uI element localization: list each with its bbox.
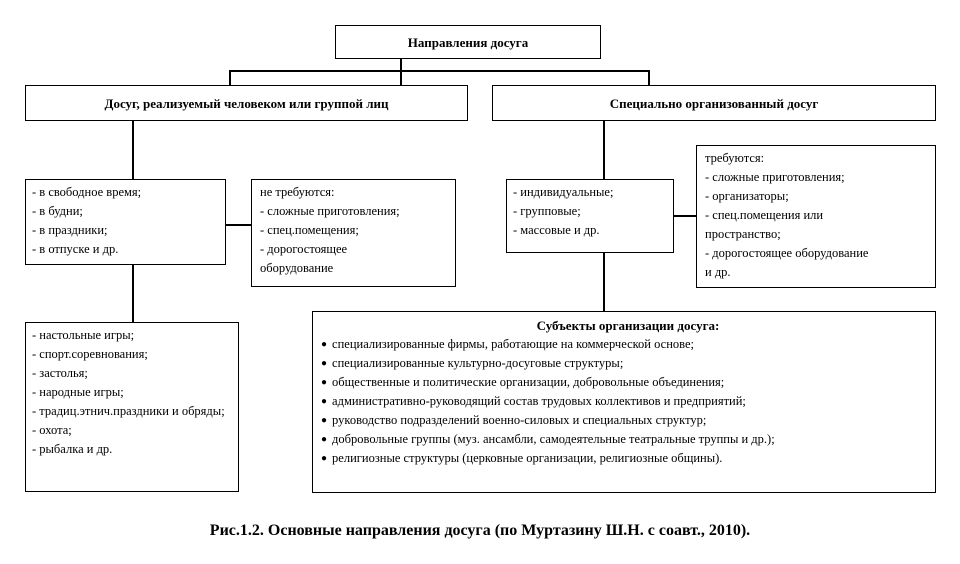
connector-forms-to-required	[673, 215, 697, 217]
list-item: ● специализированные культурно-досуговые …	[321, 354, 935, 373]
list-item: пространство;	[705, 227, 781, 241]
list-item: - настольные игры;	[32, 328, 135, 342]
list-item: - сложные приготовления;	[705, 170, 845, 184]
list-item: - в праздники;	[32, 223, 108, 237]
figure-caption: Рис.1.2. Основные направления досуга (по…	[209, 522, 751, 539]
activities-list: - настольные игры; - спорт.соревнования;…	[32, 326, 232, 459]
list-item: ● общественные и политические организации…	[321, 373, 935, 392]
subject-text: руководство подразделений военно-силовых…	[332, 413, 707, 427]
required-box: требуются: - сложные приготовления; - ор…	[696, 145, 936, 288]
time-list: - в свободное время; - в будни; - в праз…	[32, 183, 225, 259]
list-item: - спорт.соревнования;	[32, 347, 148, 361]
subjects-box: Субъекты организации досуга: ● специализи…	[312, 311, 936, 493]
left-branch-label: Досуг, реализуемый человеком или группой…	[104, 95, 389, 111]
connector-forms-to-subjects	[603, 252, 605, 312]
not-required-list: не требуются: - сложные приготовления; -…	[260, 183, 455, 278]
right-branch-node: Специально организованный досуг	[492, 85, 936, 121]
connector-time-to-activities	[132, 264, 134, 324]
list-item: - организаторы;	[705, 189, 789, 203]
connector-root-down	[400, 58, 402, 86]
bullet-icon: ●	[321, 434, 328, 445]
connector-to-right-branch	[648, 70, 650, 86]
subjects-heading: Субъекты организации досуга:	[536, 318, 720, 333]
required-list: требуются: - сложные приготовления; - ор…	[705, 149, 935, 282]
bullet-icon: ●	[321, 396, 328, 407]
right-branch-label: Специально организованный досуг	[609, 95, 819, 111]
list-item: - застолья;	[32, 366, 88, 380]
list-item: - спец.помещения;	[260, 223, 359, 237]
list-item: - массовые и др.	[513, 223, 600, 237]
connector-to-left-branch	[229, 70, 231, 86]
list-item: - в свободное время;	[32, 185, 142, 199]
list-item: - дорогостоящее оборудование	[705, 246, 869, 260]
not-required-box: не требуются: - сложные приготовления; -…	[251, 179, 456, 287]
list-item: ● добровольные группы (муз. ансамбли, сам…	[321, 430, 935, 449]
list-item: - индивидуальные;	[513, 185, 614, 199]
forms-box: - индивидуальные; - групповые; - массовы…	[506, 179, 674, 253]
root-label: Направления досуга	[407, 34, 529, 50]
subject-text: добровольные группы (муз. ансамбли, само…	[332, 432, 775, 446]
list-item: - сложные приготовления;	[260, 204, 400, 218]
list-item: - традиц.этнич.праздники и обряды;	[32, 404, 225, 418]
subject-text: специализированные фирмы, работающие на …	[332, 337, 695, 351]
list-item: и др.	[705, 265, 731, 279]
list-item: оборудование	[260, 261, 334, 275]
list-item: требуются:	[705, 151, 765, 165]
list-item: ● административно-руководящий состав труд…	[321, 392, 935, 411]
list-item: ● руководство подразделений военно-силовы…	[321, 411, 935, 430]
bullet-icon: ●	[321, 415, 328, 426]
bullet-icon: ●	[321, 358, 328, 369]
list-item: - в будни;	[32, 204, 83, 218]
bullet-icon: ●	[321, 453, 328, 464]
list-item: не требуются:	[260, 185, 335, 199]
list-item: - охота;	[32, 423, 72, 437]
list-item: ● религиозные структуры (церковные органи…	[321, 449, 935, 468]
left-branch-node: Досуг, реализуемый человеком или группой…	[25, 85, 468, 121]
connector-left-branch-down	[132, 120, 134, 180]
bullet-icon: ●	[321, 377, 328, 388]
list-item: - дорогостоящее	[260, 242, 348, 256]
list-item: - рыбалка и др.	[32, 442, 113, 456]
subjects-list: ● специализированные фирмы, работающие на…	[321, 335, 935, 468]
list-item: ● специализированные фирмы, работающие на…	[321, 335, 935, 354]
connector-right-branch-down	[603, 120, 605, 180]
subject-text: религиозные структуры (церковные организ…	[332, 451, 723, 465]
connector-root-split	[229, 70, 649, 72]
time-box: - в свободное время; - в будни; - в праз…	[25, 179, 226, 265]
root-node: Направления досуга	[335, 25, 601, 59]
list-item: - групповые;	[513, 204, 581, 218]
subject-text: общественные и политические организации,…	[332, 375, 725, 389]
list-item: - в отпуске и др.	[32, 242, 119, 256]
bullet-icon: ●	[321, 339, 328, 350]
activities-box: - настольные игры; - спорт.соревнования;…	[25, 322, 239, 492]
list-item: - спец.помещения или	[705, 208, 824, 222]
subject-text: специализированные культурно-досуговые с…	[332, 356, 624, 370]
forms-list: - индивидуальные; - групповые; - массовы…	[513, 183, 673, 240]
list-item: - народные игры;	[32, 385, 124, 399]
subject-text: административно-руководящий состав трудо…	[332, 394, 746, 408]
connector-time-to-not-required	[225, 224, 252, 226]
